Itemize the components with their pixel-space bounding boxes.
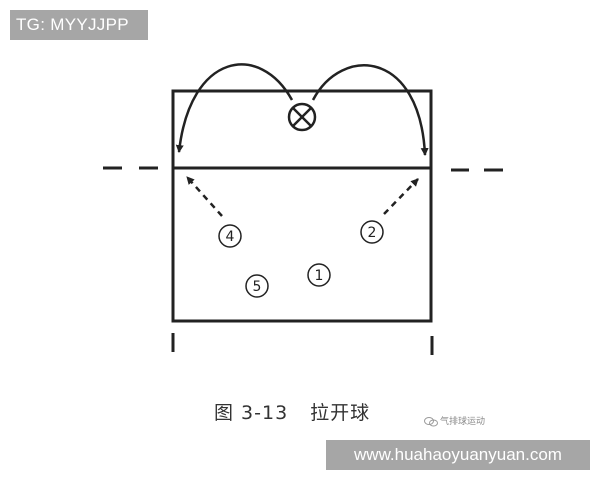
wechat-icon xyxy=(424,416,438,426)
player-2: 2 xyxy=(360,220,384,244)
player-5-label: 5 xyxy=(253,279,262,295)
set-arc-right xyxy=(311,64,429,156)
player-1: 1 xyxy=(307,263,331,287)
wechat-account-name: 气排球运动 xyxy=(440,417,486,427)
run-arrow-4 xyxy=(186,176,223,217)
figure-caption: 图 3-13 拉开球 xyxy=(214,398,370,425)
player-1-label: 1 xyxy=(315,268,324,284)
back-zone xyxy=(171,166,433,323)
player-4-label: 4 xyxy=(226,229,235,245)
figure-number: 图 3-13 xyxy=(214,402,289,424)
tg-watermark: TG: MYYJJPP xyxy=(10,10,148,40)
figure-title: 拉开球 xyxy=(310,402,371,424)
player-2-label: 2 xyxy=(368,225,377,241)
site-url-banner: www.huahaoyuanyuan.com xyxy=(326,440,590,470)
set-arc-left xyxy=(175,63,294,153)
player-4: 4 xyxy=(218,224,242,248)
run-arrow-2 xyxy=(383,178,419,215)
setter-icon xyxy=(287,102,317,132)
wechat-watermark: 气排球运动 xyxy=(424,414,485,427)
player-5: 5 xyxy=(245,274,269,298)
